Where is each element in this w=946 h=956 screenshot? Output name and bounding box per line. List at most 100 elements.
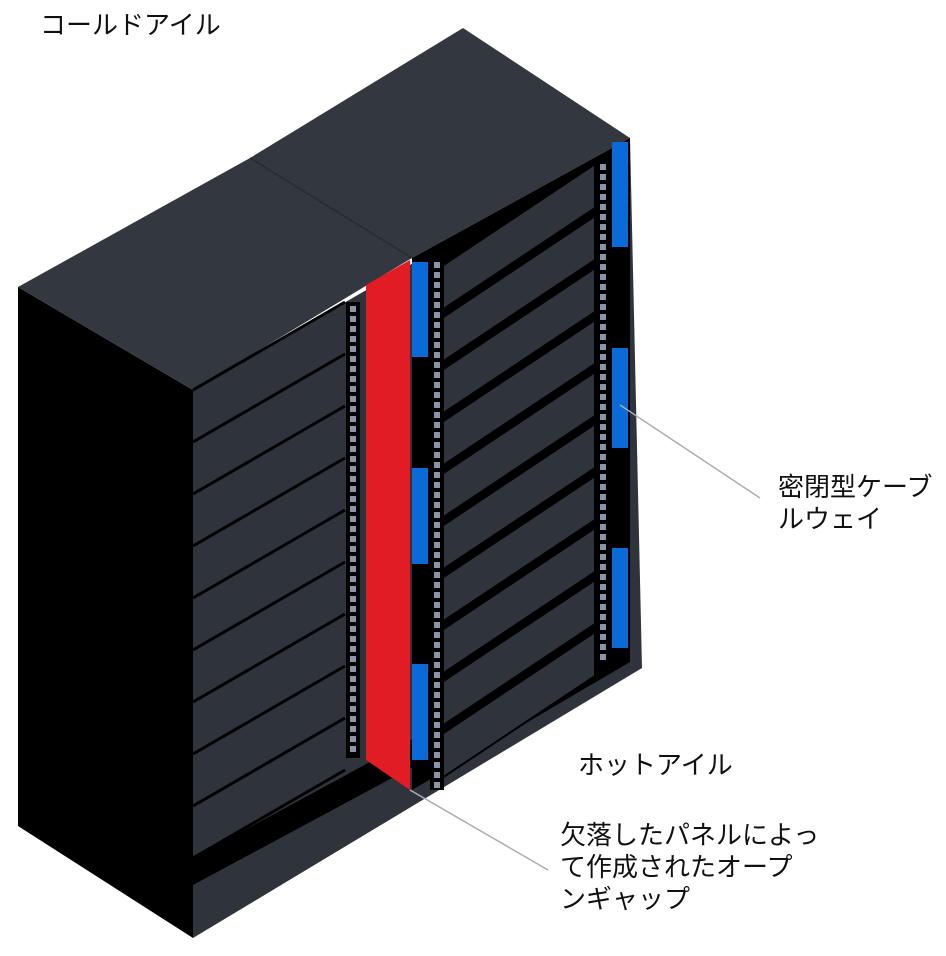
rail-hole	[350, 486, 356, 492]
left-rack-server-units	[192, 300, 346, 860]
rail-hole	[434, 622, 440, 628]
server-unit-edge	[192, 768, 346, 860]
rail-hole	[434, 632, 440, 638]
rail-hole	[350, 676, 356, 682]
rail-hole	[350, 376, 356, 382]
rail-hole	[434, 522, 440, 528]
rail-hole	[350, 426, 356, 432]
rail-hole	[350, 726, 356, 732]
rail-hole	[600, 514, 606, 520]
rail-hole	[350, 306, 356, 312]
cabinet-side-panel	[18, 287, 193, 938]
cableway-strip	[612, 348, 628, 448]
rail-hole	[600, 214, 606, 220]
rail-hole	[434, 722, 440, 728]
rail-hole	[434, 772, 440, 778]
rail-hole	[350, 456, 356, 462]
cableway-strip	[412, 262, 428, 357]
rail-hole	[350, 406, 356, 412]
rail-hole	[350, 636, 356, 642]
rail-hole	[434, 332, 440, 338]
rail-hole	[600, 584, 606, 590]
rail-hole	[350, 736, 356, 742]
rail-hole	[600, 484, 606, 490]
rail-hole	[600, 654, 606, 660]
sealed-cableway-label: 密閉型ケーブ ルウェイ	[778, 473, 933, 535]
rail-hole	[434, 562, 440, 568]
rail-hole	[434, 742, 440, 748]
rail-hole	[434, 462, 440, 468]
rail-hole	[350, 656, 356, 662]
rail-hole	[434, 662, 440, 668]
rail-hole	[434, 642, 440, 648]
rail-hole	[600, 384, 606, 390]
server-unit-edge	[192, 404, 346, 496]
rail-hole	[434, 352, 440, 358]
rail-hole	[600, 604, 606, 610]
rail-hole	[600, 264, 606, 270]
rail-hole	[350, 356, 356, 362]
rail-hole	[350, 626, 356, 632]
right-rack-server-units	[441, 162, 596, 780]
server-unit-edge	[192, 716, 346, 808]
rail-hole	[434, 512, 440, 518]
rail-hole	[600, 394, 606, 400]
rail-hole	[434, 282, 440, 288]
rail-hole	[600, 274, 606, 280]
hot-aisle-label: ホットアイル	[578, 751, 733, 781]
cableway-strip	[412, 468, 428, 564]
rail-hole	[350, 666, 356, 672]
rail-hole	[350, 616, 356, 622]
rail-hole	[434, 492, 440, 498]
rail-hole	[434, 552, 440, 558]
rail-hole	[434, 292, 440, 298]
rail-hole	[434, 382, 440, 388]
rail-hole	[600, 314, 606, 320]
rail-hole	[600, 534, 606, 540]
rail-hole	[434, 672, 440, 678]
rail-hole	[350, 446, 356, 452]
rail-hole	[350, 536, 356, 542]
rail-hole	[600, 474, 606, 480]
rail-hole	[434, 692, 440, 698]
rail-hole	[600, 454, 606, 460]
rail-hole	[350, 316, 356, 322]
rail-hole	[434, 702, 440, 708]
rail-hole	[434, 652, 440, 658]
rail-hole	[600, 574, 606, 580]
rail-hole	[434, 262, 440, 268]
rail-hole	[600, 554, 606, 560]
rail-hole	[350, 336, 356, 342]
rail-hole	[434, 782, 440, 788]
rail-hole	[600, 434, 606, 440]
rail-hole	[434, 412, 440, 418]
cabinet-top-seam	[249, 157, 413, 259]
rail-hole	[600, 254, 606, 260]
rail-hole	[600, 634, 606, 640]
cableway-strip	[612, 548, 628, 648]
rail-hole	[600, 184, 606, 190]
rail-hole	[600, 194, 606, 200]
rail-hole	[600, 174, 606, 180]
rail-hole	[434, 752, 440, 758]
rail-hole	[434, 422, 440, 428]
rail-hole	[434, 542, 440, 548]
rail-hole	[434, 312, 440, 318]
rail-hole	[434, 372, 440, 378]
server-unit-edge	[192, 560, 346, 652]
rail-hole	[600, 374, 606, 380]
rail-hole	[350, 326, 356, 332]
rail-hole	[600, 244, 606, 250]
rail-hole	[434, 572, 440, 578]
rail-hole	[600, 324, 606, 330]
rail-hole	[434, 432, 440, 438]
rail-hole	[600, 414, 606, 420]
rail-hole	[350, 466, 356, 472]
rail-hole	[600, 224, 606, 230]
rail-hole	[600, 294, 606, 300]
rail-hole	[600, 644, 606, 650]
rail-hole	[434, 502, 440, 508]
rail-hole	[600, 494, 606, 500]
rail-hole	[434, 482, 440, 488]
